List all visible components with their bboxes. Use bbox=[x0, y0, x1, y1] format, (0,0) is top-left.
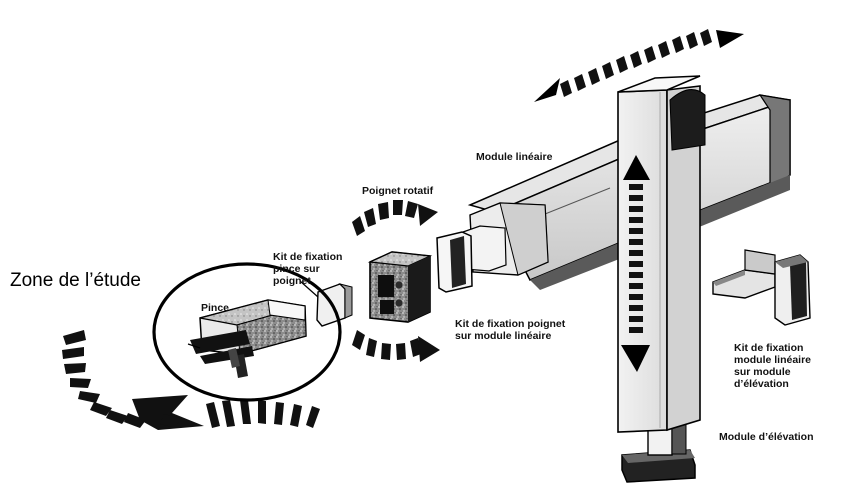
fixing-kit-bracket bbox=[712, 249, 811, 326]
gripper bbox=[187, 299, 307, 378]
study-zone-ellipse bbox=[152, 262, 342, 402]
label-wrist-fixing-kit: Kit de fixation poignet sur module linéa… bbox=[455, 318, 566, 342]
vertical-travel-arrow bbox=[621, 155, 650, 372]
label-gripper-fixing-kit: Kit de fixation pince sur poignet bbox=[273, 251, 343, 287]
label-gripper: Pince bbox=[201, 302, 230, 314]
elevation-module-column bbox=[617, 75, 706, 483]
label-linear-elevation-fixing-kit: Kit de fixation module linéaire sur modu… bbox=[734, 342, 812, 390]
label-rotary-wrist: Poignet rotatif bbox=[362, 185, 434, 197]
linear-module-beam bbox=[436, 94, 791, 293]
base-rotation-arrow bbox=[62, 330, 320, 430]
study-zone-label: Zone de l’étude bbox=[10, 270, 141, 291]
wrist-rotation-arrows bbox=[352, 200, 440, 362]
rotary-wrist bbox=[367, 251, 433, 323]
label-elevation-module: Module d’élévation bbox=[719, 431, 814, 443]
gripper-fixing-kit bbox=[299, 280, 353, 327]
label-linear-module: Module linéaire bbox=[476, 151, 553, 163]
horizontal-travel-arrow bbox=[534, 29, 744, 102]
